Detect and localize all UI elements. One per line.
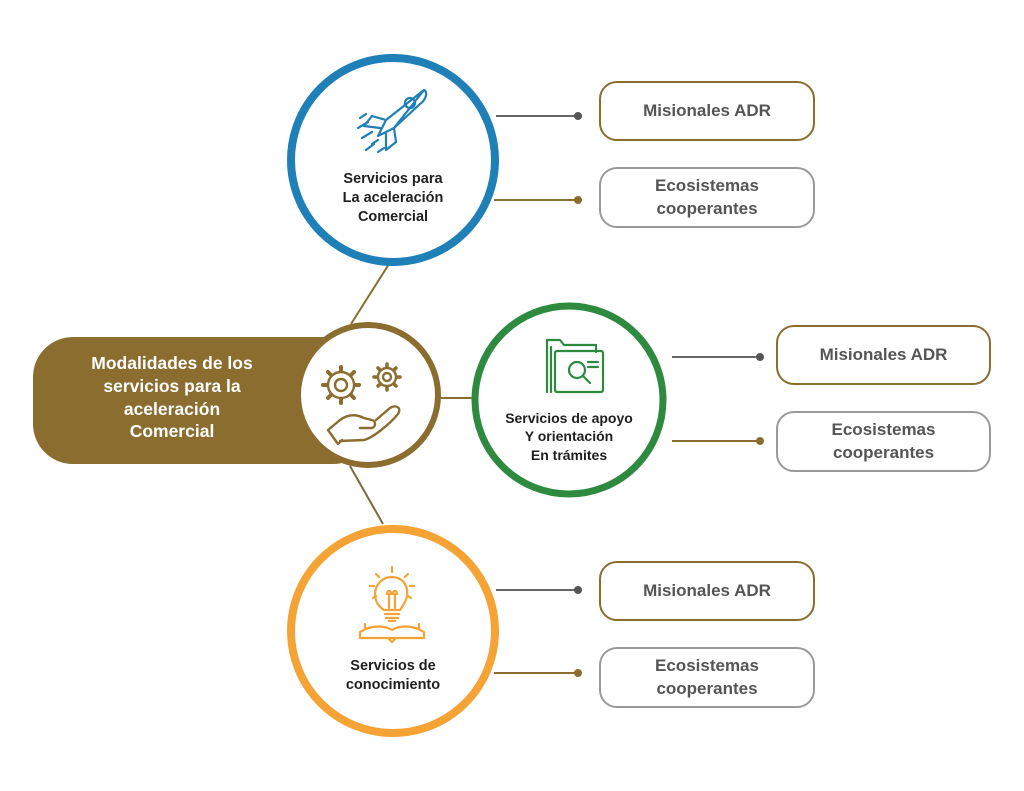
gears-hand-icon	[321, 362, 402, 446]
central-title-line: Modalidades de los	[91, 353, 253, 373]
branch-label-line: Servicios para	[343, 171, 443, 187]
box-label-line: Ecosistemas	[655, 656, 759, 676]
rocket-icon	[356, 88, 428, 154]
central-title-line: servicios para la	[103, 375, 241, 396]
box-misionales-adr: Misionales ADR	[599, 561, 815, 621]
box-label-line: Ecosistemas	[655, 176, 759, 196]
branch-label-line: La aceleración	[342, 190, 444, 207]
box-ecosistemas-cooperantes: Ecosistemas cooperantes	[599, 647, 815, 708]
box-label-line: cooperantes	[656, 198, 758, 218]
connector-center-to-aceleracion	[350, 263, 390, 325]
box-label: Ecosistemas cooperantes	[655, 175, 759, 219]
branch-label-aceleracion: Servicios para La aceleración Comercial	[318, 170, 468, 227]
box-label-line: cooperantes	[832, 442, 935, 462]
box-label: Misionales ADR	[819, 344, 948, 364]
connector-dot	[574, 196, 582, 204]
branch-label-line: conocimiento	[345, 677, 441, 694]
box-label-line: Ecosistemas	[831, 420, 936, 440]
connector-dot	[756, 437, 764, 445]
connector-dot	[574, 586, 582, 594]
box-ecosistemas-cooperantes: Ecosistemas cooperantes	[599, 167, 815, 228]
branch-label-line: Y orientación	[524, 428, 614, 445]
circle-aceleracion	[287, 54, 499, 266]
connector-dot	[756, 353, 764, 361]
branch-label-conocimiento: Servicios de conocimiento	[318, 657, 468, 695]
central-title: Modalidades de los servicios para la ace…	[58, 352, 286, 443]
central-pill	[33, 337, 373, 464]
box-ecosistemas-cooperantes: Ecosistemas cooperantes	[776, 411, 991, 472]
circle-central	[295, 322, 441, 468]
box-misionales-adr: Misionales ADR	[599, 81, 815, 141]
branch-label-line: En trámites	[530, 446, 608, 463]
lightbulb-book-icon	[358, 565, 426, 644]
branch-label-line: Servicios de	[350, 658, 436, 674]
box-label-line: cooperantes	[656, 678, 758, 698]
branch-label-line: Comercial	[357, 209, 429, 226]
central-title-line: Comercial	[129, 421, 215, 442]
central-title-line: aceleración	[123, 398, 221, 419]
box-label: Misionales ADR	[643, 100, 771, 120]
box-label: Ecosistemas cooperantes	[832, 419, 936, 463]
branch-label-apoyo: Servicios de apoyo Y orientación En trám…	[494, 409, 644, 464]
circle-apoyo	[471, 302, 667, 498]
circle-conocimiento	[287, 525, 499, 737]
connector-center-to-conocimiento	[349, 465, 384, 525]
box-misionales-adr: Misionales ADR	[776, 325, 991, 385]
box-label: Misionales ADR	[643, 580, 771, 600]
folder-search-icon	[545, 338, 605, 394]
branch-label-line: Servicios de apoyo	[505, 410, 633, 426]
connector-dot	[574, 112, 582, 120]
connector-dot	[574, 669, 582, 677]
box-label: Ecosistemas cooperantes	[655, 655, 759, 699]
